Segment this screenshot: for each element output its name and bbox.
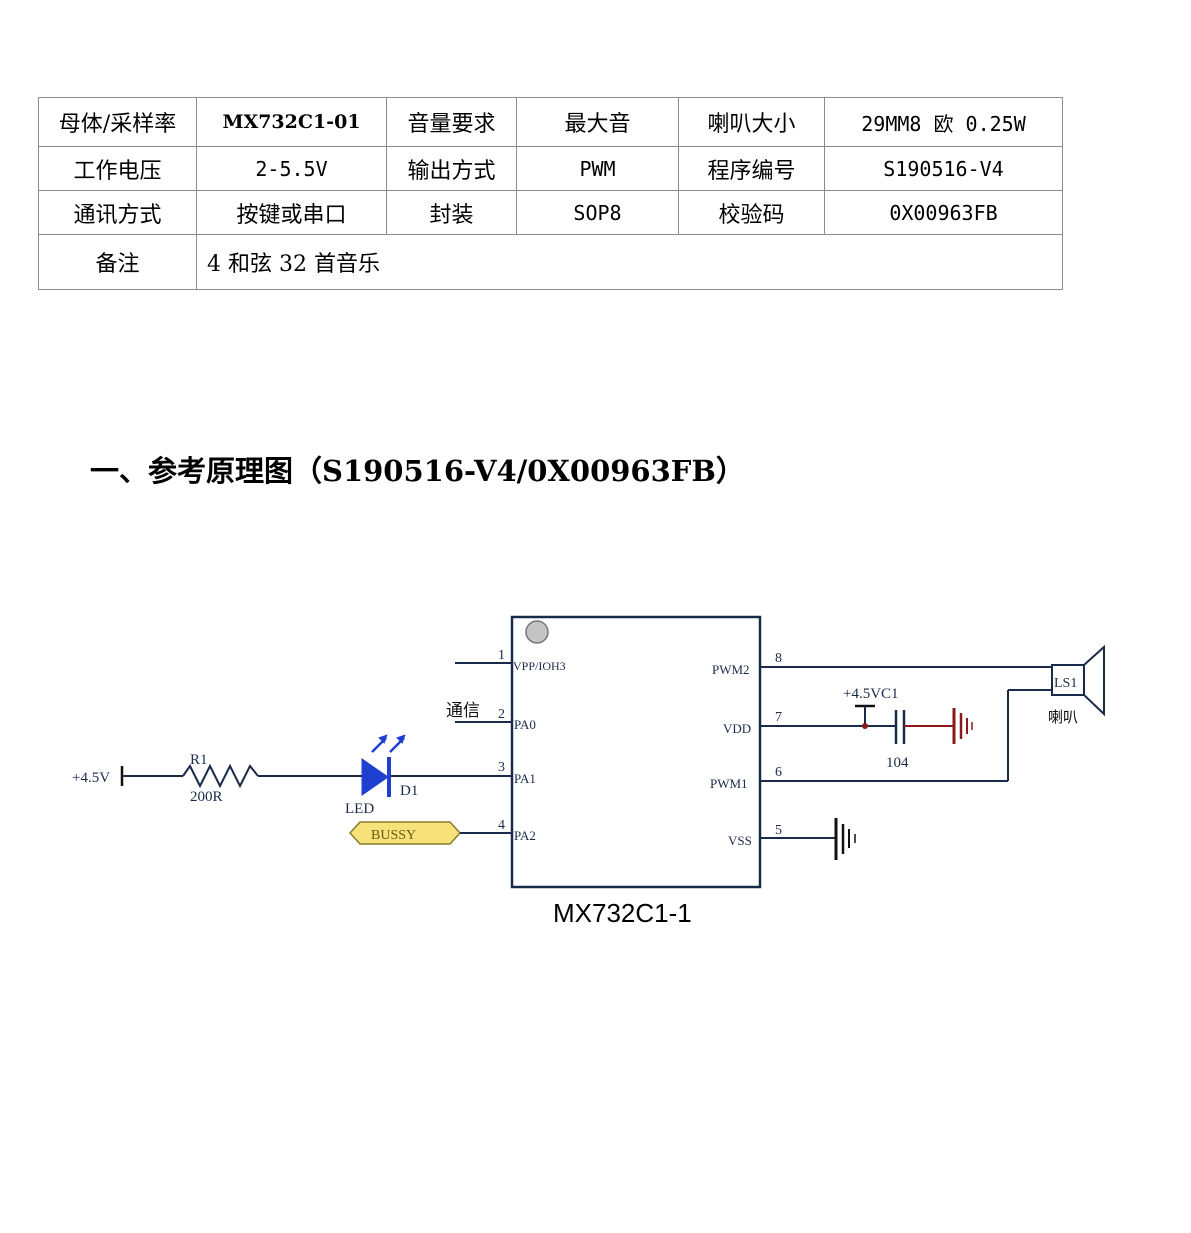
- pin4-name: PA2: [514, 828, 536, 843]
- schematic-diagram: 1 VPP/IOH3 2 PA0 3 PA1 4 PA2 8 PWM2 7 VD…: [72, 615, 1105, 889]
- speaker-label: 喇叭: [1048, 709, 1078, 726]
- resistor-r1: [182, 763, 259, 789]
- table-cell: 2-5.5V: [196, 146, 387, 191]
- cap-ref: C1: [881, 686, 899, 702]
- section-title: 一、参考原理图（S190516-V4/0X00963FB）: [90, 454, 745, 488]
- pin5-name: VSS: [728, 833, 752, 848]
- resistor-value: 200R: [190, 789, 223, 805]
- table-cell: 封装: [386, 190, 517, 235]
- pa0-net-label: 通信: [446, 701, 480, 720]
- table-cell: 音量要求: [386, 97, 517, 147]
- pin8-name: PWM2: [712, 662, 750, 677]
- table-cell: 喇叭大小: [678, 97, 825, 147]
- cap-junction: [862, 723, 868, 729]
- cap-value: 104: [886, 755, 909, 771]
- pin2-name: PA0: [514, 717, 536, 732]
- led-label: LED: [345, 801, 374, 817]
- pin8-number: 8: [775, 651, 782, 666]
- table-cell: S190516-V4: [824, 146, 1063, 191]
- table-cell: MX732C1-01: [196, 97, 387, 147]
- table-cell: 29MM8 欧 0.25W: [824, 97, 1063, 147]
- cap-supply-text: +4.5V: [843, 686, 881, 702]
- speaker-cone: [1083, 644, 1105, 717]
- table-row: 通讯方式 按键或串口 封装 SOP8 校验码 0X00963FB: [38, 190, 1063, 235]
- cap-ground-symbol: [952, 708, 973, 744]
- pin7-number: 7: [775, 710, 782, 725]
- table-cell: 工作电压: [38, 146, 197, 191]
- pin2-number: 2: [498, 707, 505, 722]
- pin3-name: PA1: [514, 771, 536, 786]
- chip-body: [510, 615, 762, 889]
- table-cell: PWM: [516, 146, 679, 191]
- table-row: 母体/采样率 MX732C1-01 音量要求 最大音 喇叭大小 29MM8 欧 …: [38, 97, 1063, 147]
- led-d1: [361, 734, 406, 797]
- pin1-name: VPP/IOH3: [513, 659, 566, 673]
- note-value: 4 和弦 32 首音乐: [196, 234, 1063, 290]
- chip-name: MX732C1-1: [553, 898, 692, 928]
- table-cell: 按键或串口: [196, 190, 387, 235]
- pin4-number: 4: [498, 818, 505, 833]
- pin6-number: 6: [775, 765, 782, 780]
- table-row: 工作电压 2-5.5V 输出方式 PWM 程序编号 S190516-V4: [38, 146, 1063, 191]
- cap-supply-label: +4.5VC1: [843, 686, 899, 702]
- bussy-label: BUSSY: [371, 828, 416, 843]
- table-cell: 0X00963FB: [824, 190, 1063, 235]
- vss-ground-symbol: [834, 818, 856, 860]
- table-cell: 校验码: [678, 190, 825, 235]
- table-cell: 输出方式: [386, 146, 517, 191]
- pin1-marker: [525, 620, 549, 644]
- note-label: 备注: [38, 234, 197, 290]
- table-cell: 母体/采样率: [38, 97, 197, 147]
- table-cell: 程序编号: [678, 146, 825, 191]
- speaker-body: [1051, 664, 1085, 696]
- pin1-number: 1: [498, 648, 505, 663]
- pin6-name: PWM1: [710, 776, 748, 791]
- table-row: 备注 4 和弦 32 首音乐: [38, 234, 1063, 290]
- supply-left-label: +4.5V: [72, 770, 110, 786]
- speaker-ref: LS1: [1054, 676, 1077, 691]
- resistor-ref: R1: [190, 752, 208, 768]
- table-cell: SOP8: [516, 190, 679, 235]
- pin3-number: 3: [498, 760, 505, 775]
- led-ref: D1: [400, 783, 418, 799]
- table-cell: 通讯方式: [38, 190, 197, 235]
- pin5-number: 5: [775, 823, 782, 838]
- pin7-name: VDD: [723, 721, 751, 736]
- table-cell: 最大音: [516, 97, 679, 147]
- spec-table: 母体/采样率 MX732C1-01 音量要求 最大音 喇叭大小 29MM8 欧 …: [38, 97, 1063, 290]
